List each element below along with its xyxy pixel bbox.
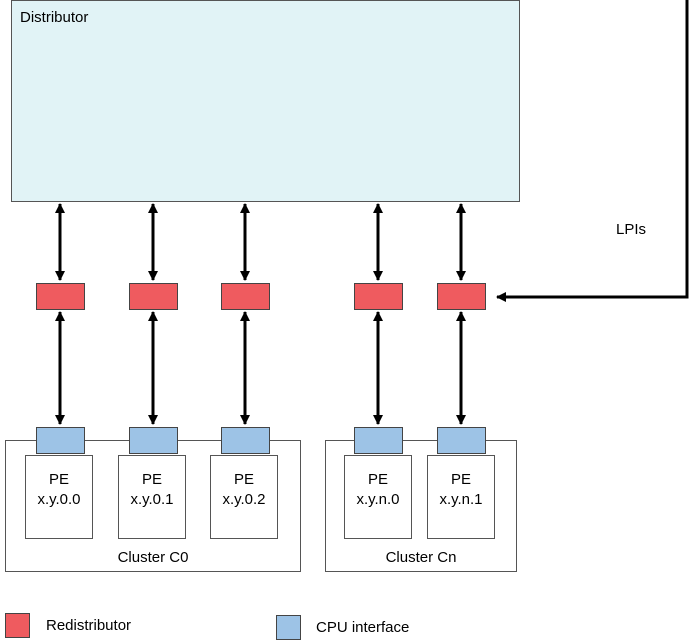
pe-id: x.y.0.0 xyxy=(37,491,81,508)
legend-cpu-interface-label: CPU interface xyxy=(316,619,410,636)
pe-id: x.y.0.1 xyxy=(130,491,174,508)
legend-cpu-interface-swatch xyxy=(276,615,301,640)
redistributor-2 xyxy=(221,283,270,310)
cpu-interface-4 xyxy=(437,427,486,454)
legend-redistributor-swatch xyxy=(5,613,30,638)
pe-id: x.y.n.1 xyxy=(439,491,483,508)
cpu-interface-1 xyxy=(129,427,178,454)
pe-label: PE xyxy=(48,471,69,488)
cluster-cn xyxy=(325,440,517,572)
redistributor-1 xyxy=(129,283,178,310)
distributor-box: Distributor xyxy=(11,0,520,202)
lpi-label: LPIs xyxy=(616,221,647,238)
pe-box: PE x.y.n.1 xyxy=(427,455,495,539)
pe-box: PE x.y.n.0 xyxy=(344,455,412,539)
pe-label: PE xyxy=(367,471,388,488)
redistributor-3 xyxy=(354,283,403,310)
pe-label: PE xyxy=(141,471,162,488)
lpi-path-arrow xyxy=(496,0,689,302)
distributor-label: Distributor xyxy=(20,9,89,26)
cpu-interface-0 xyxy=(36,427,85,454)
pe-box: PE x.y.0.0 xyxy=(25,455,93,539)
redistributor-4 xyxy=(437,283,486,310)
pe-box: PE x.y.0.2 xyxy=(210,455,278,539)
cluster-c0-label: Cluster C0 xyxy=(117,549,189,566)
pe-label: PE xyxy=(450,471,471,488)
redistributor-0 xyxy=(36,283,85,310)
cpu-interface-3 xyxy=(354,427,403,454)
cpu-interface-2 xyxy=(221,427,270,454)
cluster-cn-label: Cluster Cn xyxy=(385,549,457,566)
pe-id: x.y.n.0 xyxy=(356,491,400,508)
legend-redistributor-label: Redistributor xyxy=(46,617,132,634)
pe-label: PE xyxy=(233,471,254,488)
pe-box: PE x.y.0.1 xyxy=(118,455,186,539)
pe-id: x.y.0.2 xyxy=(222,491,266,508)
